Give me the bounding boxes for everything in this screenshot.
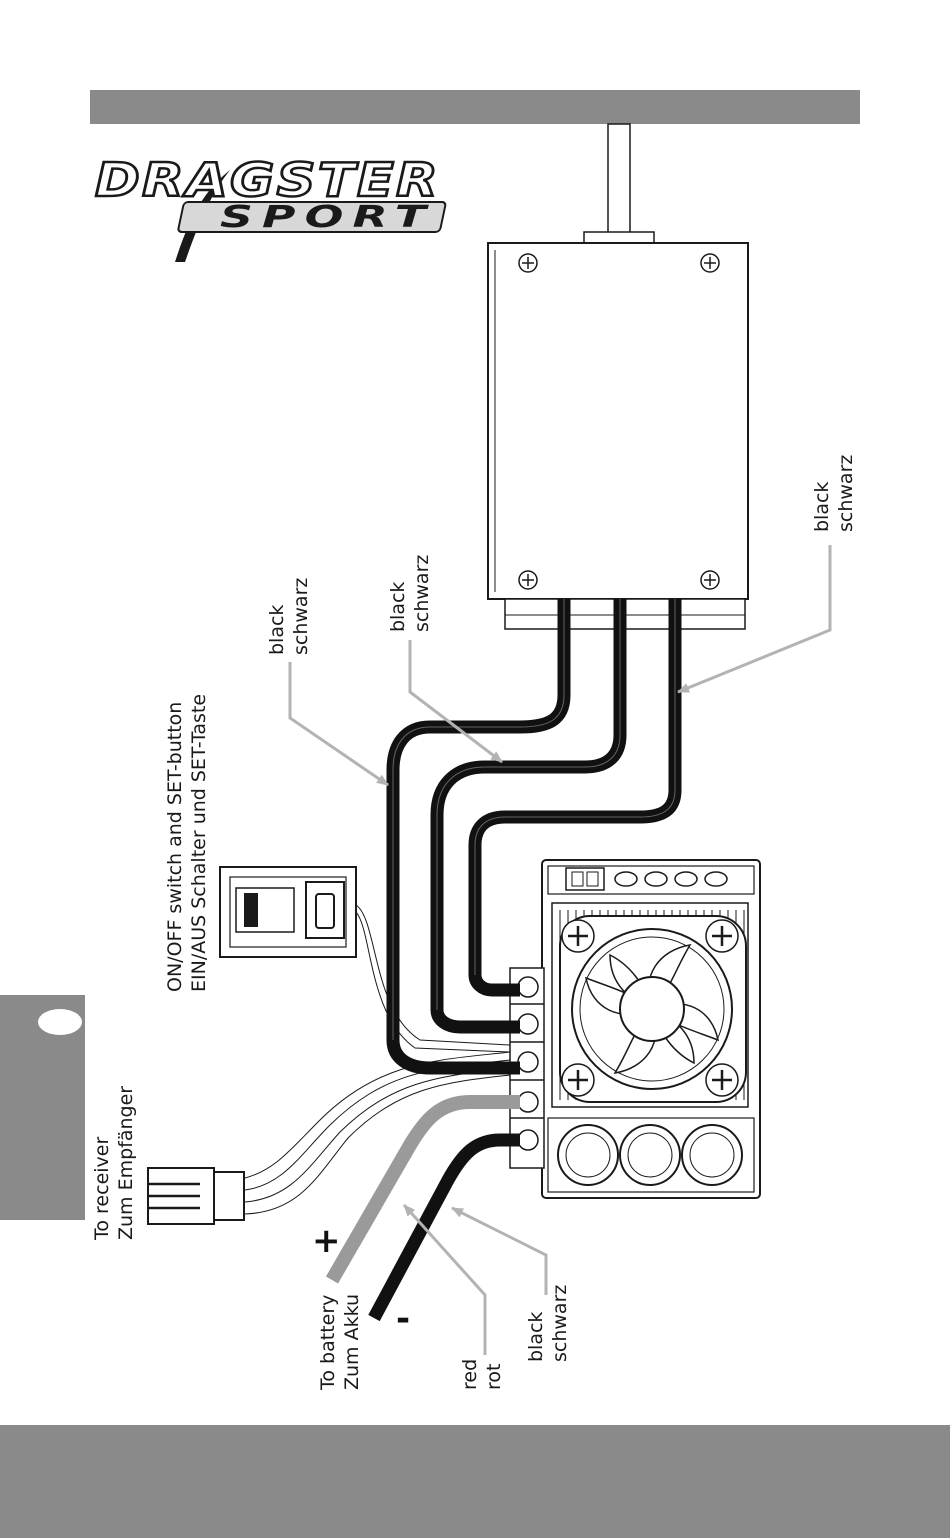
battery-wire-positive (332, 1102, 520, 1280)
label-receiver-en: To receiver (91, 1137, 113, 1241)
label-switch: ON/OFF switch and SET-button EIN/AUS Sch… (164, 694, 210, 992)
esc-led-4 (705, 872, 727, 886)
label-motor-wire-right: black schwarz (811, 455, 857, 532)
label-motor-left-en: black (266, 605, 288, 655)
label-battery: To battery Zum Akku (317, 1294, 363, 1391)
label-battery-red-en: red (459, 1359, 481, 1390)
esc-led-3 (675, 872, 697, 886)
motor-body (488, 243, 748, 599)
label-switch-en: ON/OFF switch and SET-button (164, 702, 186, 992)
header-bar (90, 90, 860, 124)
esc-led-2 (645, 872, 667, 886)
pointer-motor-left (290, 662, 388, 785)
label-battery-en: To battery (317, 1295, 339, 1391)
label-receiver-de: Zum Empfänger (115, 1086, 137, 1240)
motor-screw-top-left (519, 254, 537, 272)
receiver-plug (148, 1168, 244, 1224)
dragster-sport-logo: DRAGSTER SPORT (95, 153, 446, 262)
label-motor-middle-de: schwarz (411, 555, 433, 632)
minus-sign: - (396, 1299, 410, 1339)
motor-screw-bottom-right (701, 571, 719, 589)
logo-line1: DRAGSTER (95, 153, 440, 207)
motor-shaft-collar (584, 232, 654, 243)
label-motor-wire-middle: black schwarz (387, 555, 433, 632)
label-motor-left-de: schwarz (290, 578, 312, 655)
label-receiver: To receiver Zum Empfänger (91, 1086, 137, 1241)
footer-bar (0, 1425, 950, 1538)
motor-shaft (608, 124, 630, 234)
plus-sign: + (312, 1221, 341, 1261)
motor-screw-top-right (701, 254, 719, 272)
label-battery-red: red rot (459, 1359, 505, 1390)
battery-wires (332, 1102, 520, 1318)
esc-cooling-fan (560, 916, 746, 1102)
pointer-battery-black (452, 1208, 546, 1295)
esc (510, 860, 760, 1198)
side-tab-badge (38, 1009, 82, 1035)
label-motor-middle-en: black (387, 582, 409, 632)
label-battery-red-de: rot (483, 1364, 505, 1390)
esc-led-1 (615, 872, 637, 886)
onoff-switch (220, 867, 356, 957)
side-tab (0, 995, 85, 1220)
motor-screw-bottom-left (519, 571, 537, 589)
label-switch-de: EIN/AUS Schalter und SET-Taste (188, 694, 210, 992)
label-battery-de: Zum Akku (341, 1294, 363, 1390)
label-battery-black-de: schwarz (549, 1285, 571, 1362)
logo-line2: SPORT (220, 200, 435, 235)
motor (488, 124, 748, 629)
label-battery-black-en: black (525, 1312, 547, 1362)
label-motor-right-en: black (811, 482, 833, 532)
esc-capacitors (548, 1118, 754, 1192)
label-battery-black: black schwarz (525, 1285, 571, 1362)
pointer-motor-middle (410, 640, 502, 762)
label-motor-right-de: schwarz (835, 455, 857, 532)
label-motor-wire-left: black schwarz (266, 578, 312, 655)
